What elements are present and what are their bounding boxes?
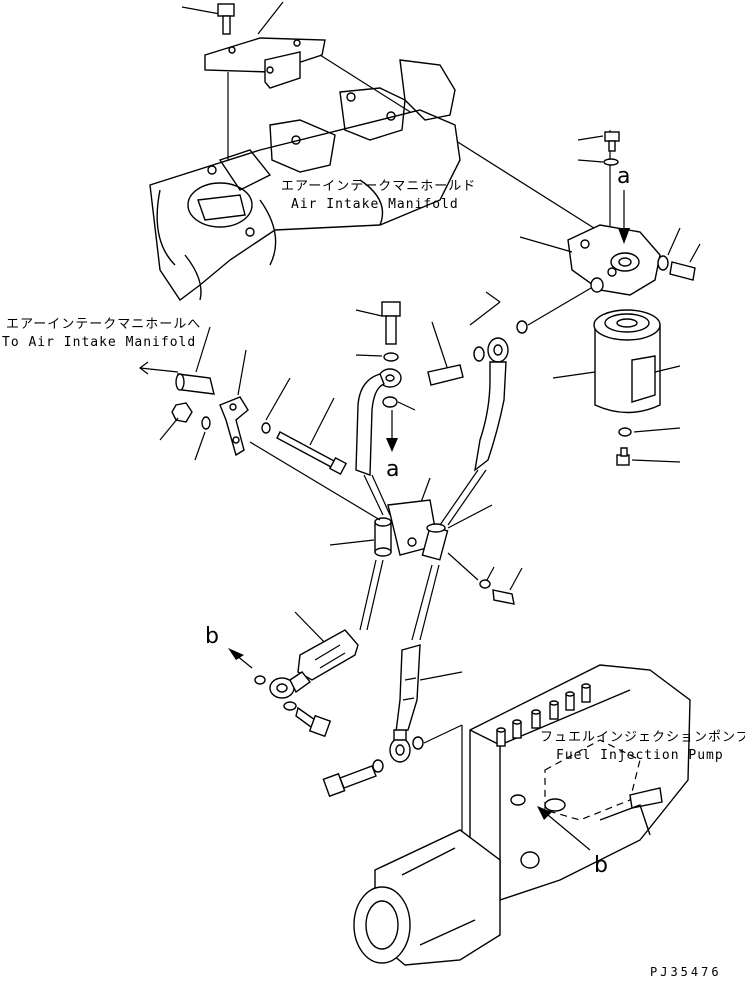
top-bolt [181,3,235,35]
left-bracket-group [139,326,381,521]
to-manifold-label-en: To Air Intake Manifold [2,335,197,350]
top-bracket [204,1,606,236]
pump-label-jp: フュエルインジェクションポンプ [540,730,745,745]
lower-center-hose [322,644,511,906]
governor-housing [353,829,501,966]
air-intake-manifold [149,59,461,302]
callout-b-right: b [594,853,608,878]
callout-a-top: a [617,164,631,189]
callout-a-mid: a [386,457,400,482]
manifold-label-en: Air Intake Manifold [291,197,459,212]
manifold-label-jp: エアーインテークマニホールド [281,179,477,194]
filter-head [516,130,701,334]
drawing-code: PJ35476 [650,965,722,979]
fuel-injection-pump [469,664,691,901]
filter-cartridge [552,309,681,466]
to-manifold-label-jp: エアーインテークマニホールへ [6,317,202,332]
filter-fittings [355,301,416,516]
lower-left-hose [228,611,359,738]
right-hose [427,291,509,526]
clamp-assembly [329,477,523,641]
pump-label-en: Fuel Injection Pump [556,748,724,763]
callout-b-left: b [205,624,219,649]
